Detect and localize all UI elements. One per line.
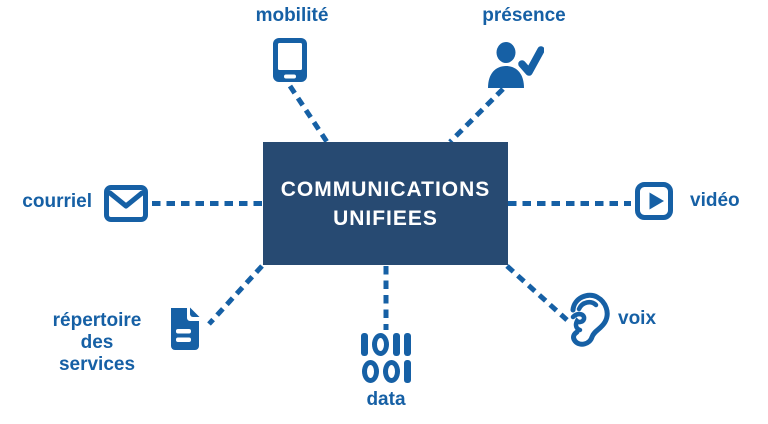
binary-digits-icon bbox=[343, 333, 429, 383]
node-label-video: vidéo bbox=[690, 190, 740, 211]
node-label-mobilite: mobilité bbox=[255, 5, 329, 26]
node-label-courriel: courriel bbox=[22, 191, 92, 212]
node-label-repertoire: répertoire des services bbox=[52, 310, 142, 375]
connector-repertoire bbox=[207, 264, 264, 326]
node-label-presence: présence bbox=[482, 5, 566, 26]
envelope-icon bbox=[104, 185, 148, 222]
center-title-line2: UNIFIEES bbox=[333, 206, 438, 230]
tablet-icon bbox=[273, 38, 307, 82]
person-check-icon bbox=[488, 42, 544, 88]
play-video-icon bbox=[635, 182, 673, 220]
document-icon bbox=[171, 307, 200, 350]
ear-icon bbox=[570, 292, 610, 347]
binary-row-1 bbox=[343, 333, 429, 356]
node-label-voix: voix bbox=[618, 308, 657, 329]
center-title-line1: COMMUNICATIONS bbox=[280, 177, 491, 201]
connector-mobilite bbox=[287, 84, 330, 144]
center-box: COMMUNICATIONS UNIFIEES bbox=[263, 142, 508, 265]
node-label-data: data bbox=[366, 389, 406, 410]
connector-presence bbox=[448, 87, 505, 144]
binary-row-2 bbox=[343, 360, 429, 383]
connector-voix bbox=[505, 264, 569, 322]
